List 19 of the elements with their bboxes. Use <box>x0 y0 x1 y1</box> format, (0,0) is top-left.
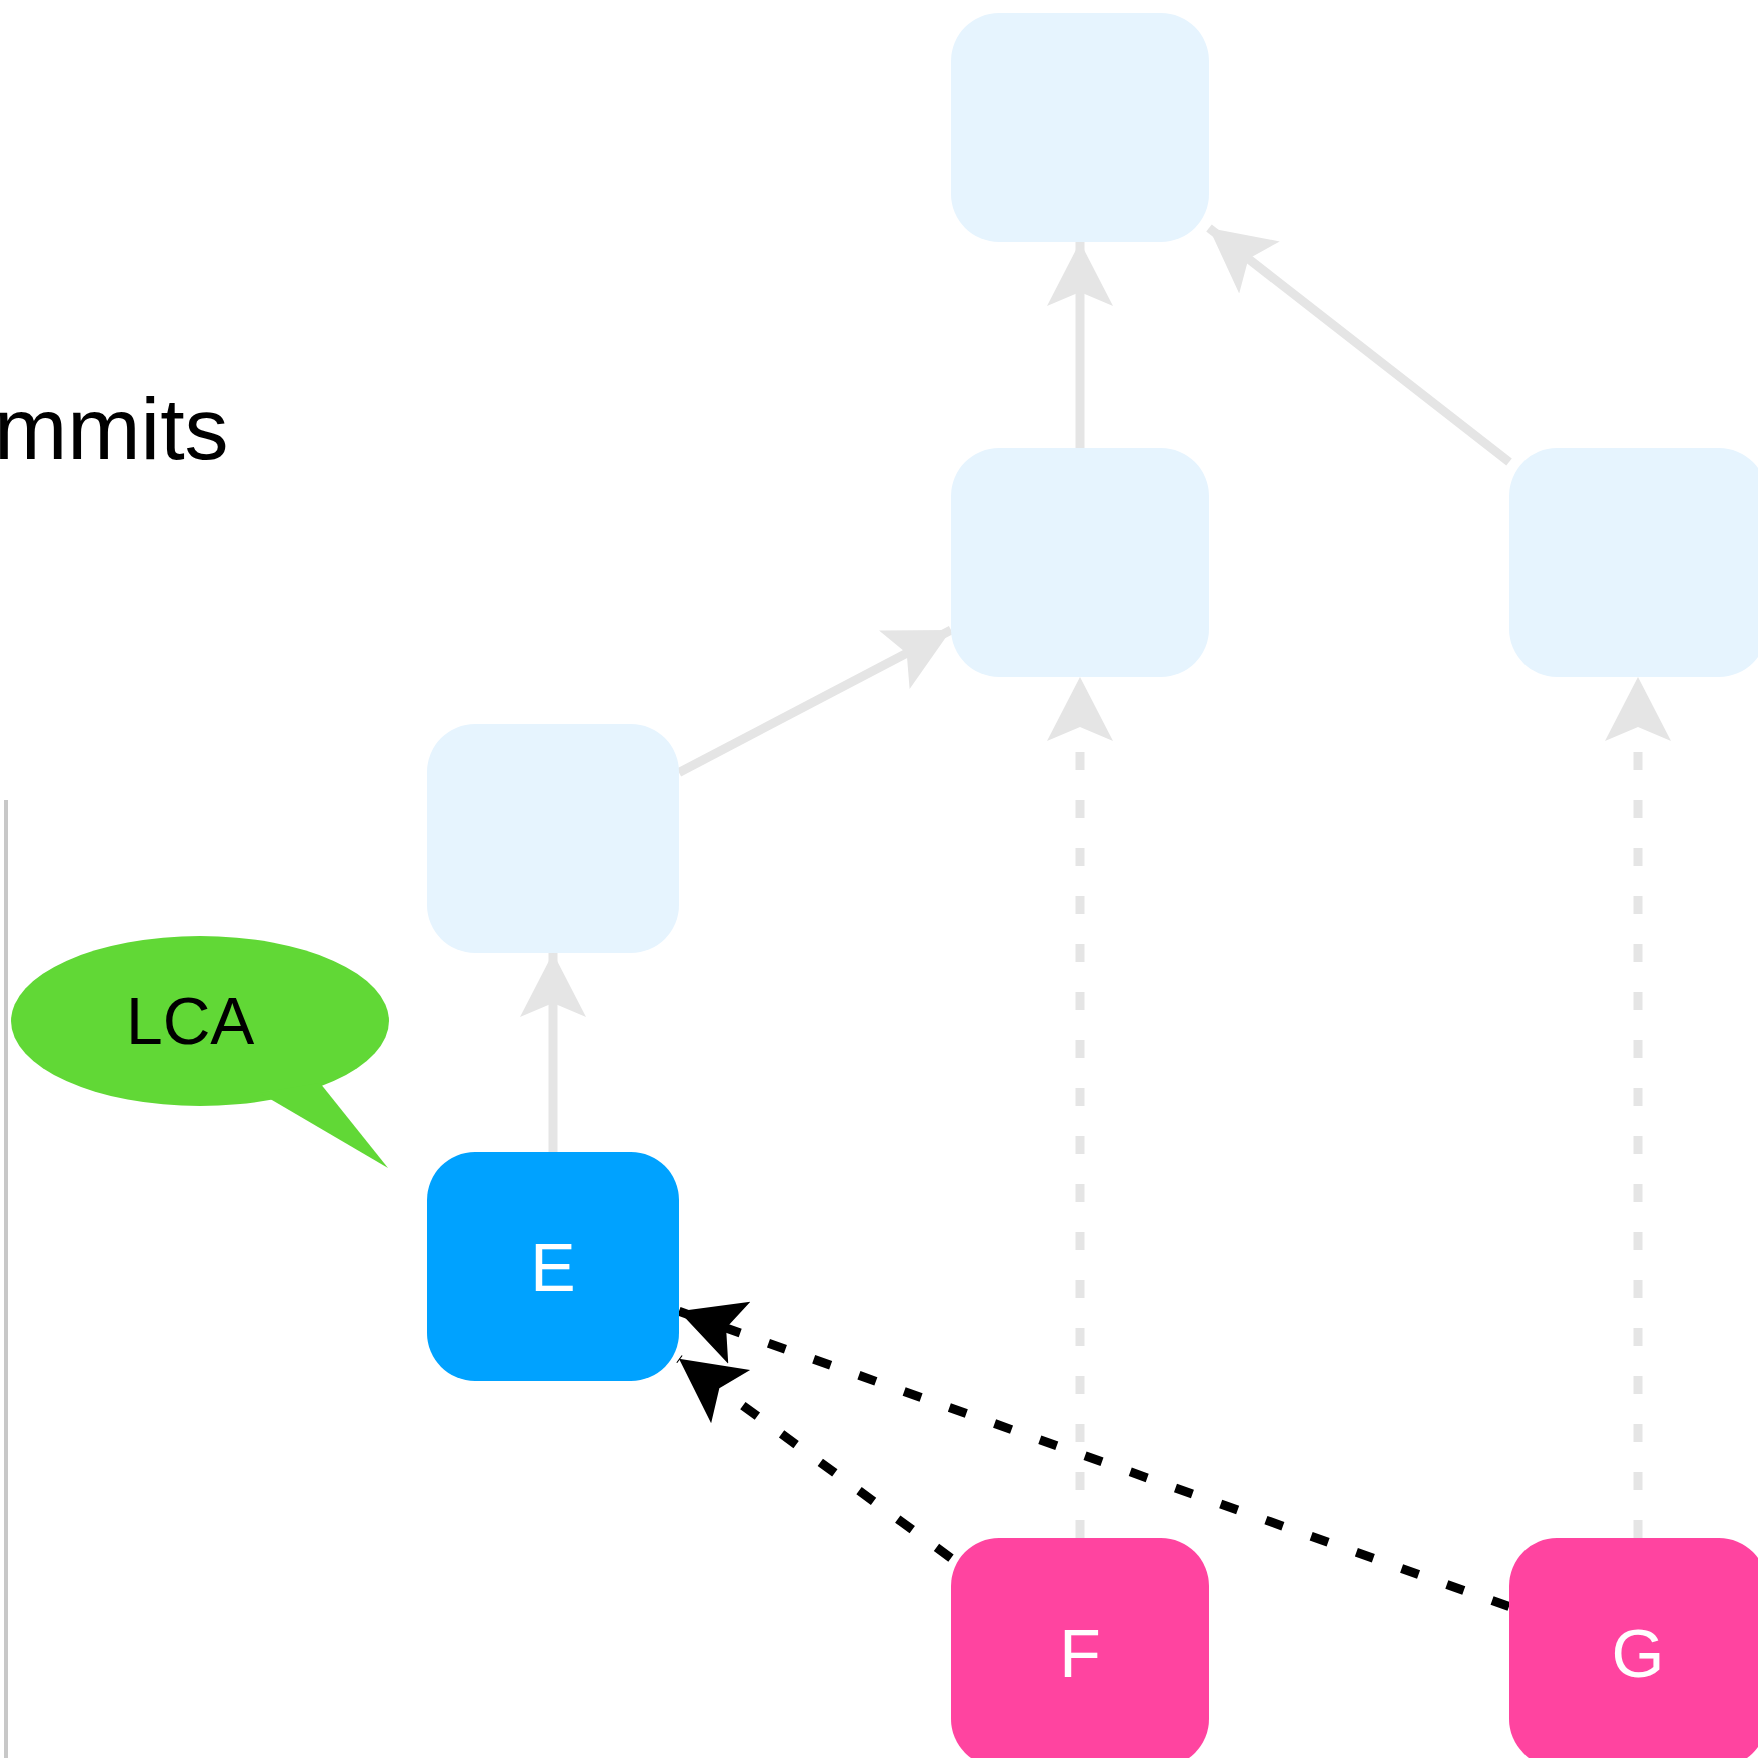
heading-text: mmits <box>0 378 229 480</box>
node-label: LCA <box>126 983 255 1059</box>
node-label: E <box>530 1227 576 1306</box>
commit-box <box>1509 1538 1758 1758</box>
node-label: F <box>1059 1613 1101 1692</box>
arrow <box>1206 224 1512 466</box>
node-label: G <box>1611 1613 1665 1692</box>
dashed-arrow <box>677 1301 1511 1611</box>
commit-box <box>951 448 1209 677</box>
commit-box <box>427 1152 679 1381</box>
arrow <box>1047 242 1113 448</box>
commit-box <box>951 1538 1209 1758</box>
commit-box <box>951 13 1209 242</box>
commit-box <box>427 724 679 953</box>
dashed-arrow <box>1047 677 1113 1538</box>
dashed-arrow <box>676 1355 954 1562</box>
dashed-arrow <box>1605 677 1671 1538</box>
commit-box <box>1509 448 1758 677</box>
arrow <box>520 953 586 1152</box>
